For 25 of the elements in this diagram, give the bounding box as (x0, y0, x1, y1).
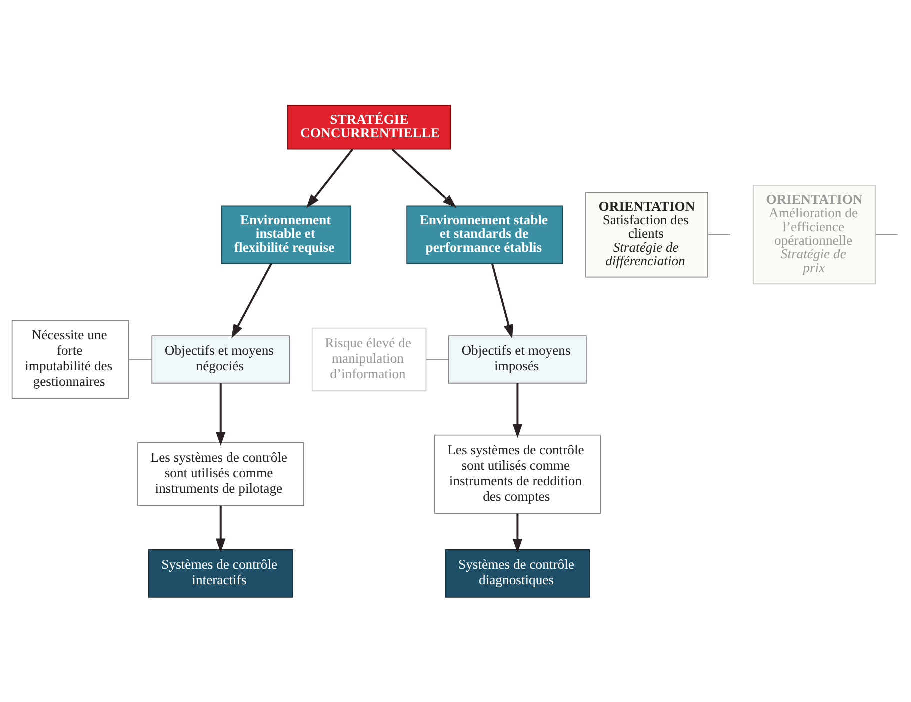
connector (708, 234, 731, 235)
node-box: Nécessite une forte imputabilité des gestionnaires (12, 320, 130, 399)
node-box: Objectifs et moyens imposés (448, 335, 587, 384)
arrow (216, 505, 226, 552)
connector (875, 234, 898, 235)
node-box: ORIENTATION Satisfaction des clients Stratégie de différenciation (586, 192, 708, 278)
node-box: Environnement stable et standards de performance établis (406, 205, 564, 264)
arrow (216, 382, 226, 446)
arrow (512, 382, 523, 438)
node-box: Les systèmes de contrôle sont utilisés comme instruments de pilotage (138, 442, 304, 506)
arrow (392, 148, 457, 208)
node-box: STRATÉGIE CONCURRENTIELLE (287, 104, 452, 150)
connector (128, 358, 152, 360)
node-box: ORIENTATION Amélioration de l’efficience opérationnelle Stratégie de prix (753, 184, 876, 284)
node-box: Systèmes de contrôle diagnostiques (445, 549, 590, 598)
arrow (491, 262, 514, 338)
connector (426, 358, 450, 360)
node-box: Risque élevé de manipulation d’information (312, 327, 427, 392)
node-box: Les systèmes de contrôle sont utilisés comme instruments de reddition des comptes (434, 434, 602, 514)
arrow (306, 148, 354, 208)
arrow (512, 513, 523, 552)
node-box: Environnement instable et flexibilité requise (221, 205, 352, 264)
node-box: Objectifs et moyens négociés (152, 335, 290, 384)
arrow (232, 262, 272, 338)
node-box: Systèmes de contrôle interactifs (148, 549, 294, 598)
